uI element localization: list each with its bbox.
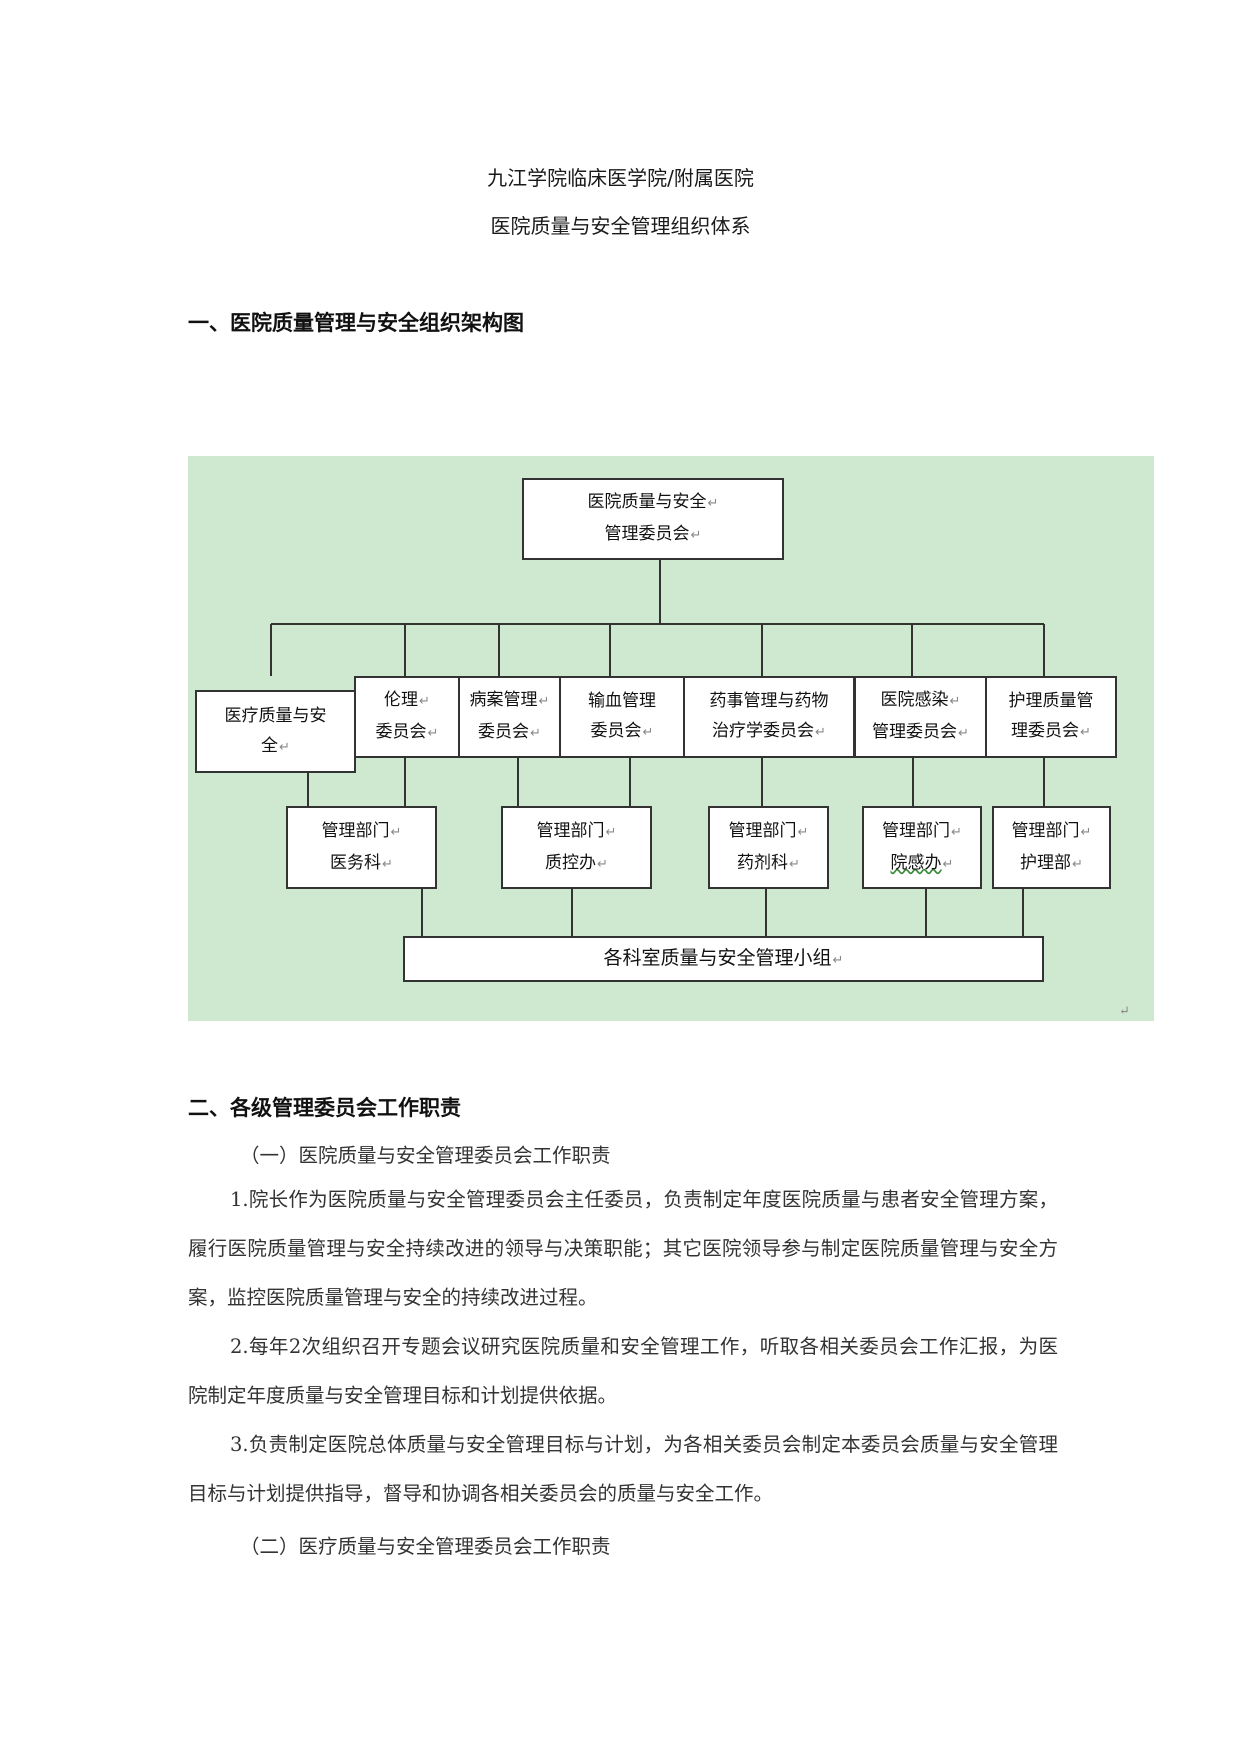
return-mark-icon: ↵ bbox=[1080, 725, 1091, 740]
document-title-line2: 医院质量与安全管理组织体系 bbox=[490, 214, 751, 238]
paragraph-1: 1.院长作为医院质量与安全管理委员会主任委员，负责制定年度医院质量与患者安全管理… bbox=[188, 1188, 1058, 1309]
paragraph-2: 2.每年2次组织召开专题会议研究医院质量和安全管理工作，听取各相关委员会工作汇报… bbox=[188, 1335, 1058, 1407]
return-mark-icon: ↵ bbox=[707, 496, 719, 511]
return-mark-icon: ↵ bbox=[390, 824, 402, 840]
committee-line1: 医院感染 bbox=[880, 690, 949, 710]
department-box-medical-affairs: 管理部门↵ 医务科↵ bbox=[286, 806, 437, 889]
department-line2: 医务科 bbox=[330, 852, 382, 873]
return-mark-icon: ↵ bbox=[1072, 856, 1083, 872]
org-chart: 医院质量与安全↵ 管理委员会↵ 医疗质量与安 全↵ 伦理↵ 委员会↵ 病案管理↵… bbox=[188, 456, 1154, 1021]
committee-box-nursing: 护理质量管 理委员会↵ bbox=[985, 676, 1117, 758]
department-box-nursing: 管理部门↵ 护理部↵ bbox=[992, 806, 1111, 889]
committee-line1: 病案管理 bbox=[469, 690, 538, 710]
committee-box-medical-records: 病案管理↵ 委员会↵ bbox=[458, 676, 561, 758]
section2-heading: 二、各级管理委员会工作职责 bbox=[188, 1096, 461, 1120]
committee-line1: 伦理 bbox=[384, 690, 419, 710]
return-mark-icon: ↵ bbox=[832, 952, 844, 968]
department-line1: 管理部门 bbox=[321, 820, 390, 841]
department-box-infection: 管理部门↵ 院感办↵ bbox=[862, 806, 982, 889]
department-line2: 质控办 bbox=[545, 852, 597, 873]
subsection1-heading: （一）医院质量与安全管理委员会工作职责 bbox=[240, 1144, 611, 1167]
committee-line1: 药事管理与药物 bbox=[709, 691, 829, 711]
return-mark-icon: ↵ bbox=[642, 725, 654, 740]
return-mark-icon: ↵ bbox=[279, 739, 290, 755]
committee-line2: 治疗学委员会 bbox=[712, 721, 815, 741]
return-mark-icon: ↵ bbox=[951, 824, 962, 840]
top-committee-line1: 医院质量与安全 bbox=[587, 492, 707, 512]
department-line1: 管理部门 bbox=[536, 820, 605, 841]
department-line2: 院感办 bbox=[890, 852, 942, 873]
return-mark-icon: ↵ bbox=[789, 856, 800, 872]
return-mark-icon: ↵ bbox=[1119, 1004, 1130, 1019]
return-mark-icon: ↵ bbox=[597, 856, 608, 872]
section1-heading: 一、医院质量管理与安全组织架构图 bbox=[188, 311, 524, 335]
department-line1: 管理部门 bbox=[1011, 820, 1080, 841]
committee-box-medical-quality: 医疗质量与安 全↵ bbox=[195, 690, 356, 773]
department-line2: 药剂科 bbox=[737, 852, 789, 873]
return-mark-icon: ↵ bbox=[949, 694, 961, 709]
return-mark-icon: ↵ bbox=[605, 824, 617, 840]
return-mark-icon: ↵ bbox=[530, 726, 541, 741]
committee-line1: 输血管理 bbox=[588, 691, 656, 711]
return-mark-icon: ↵ bbox=[419, 694, 430, 709]
committee-box-pharmacy: 药事管理与药物 治疗学委员会↵ bbox=[683, 676, 855, 758]
committee-line2: 委员会 bbox=[590, 721, 642, 741]
committee-line2: 理委员会 bbox=[1011, 721, 1080, 741]
return-mark-icon: ↵ bbox=[797, 824, 809, 840]
committee-line1: 护理质量管 bbox=[1008, 691, 1094, 711]
department-line1: 管理部门 bbox=[882, 820, 951, 841]
department-line1: 管理部门 bbox=[728, 820, 797, 841]
return-mark-icon: ↵ bbox=[1080, 824, 1092, 840]
department-box-pharmacy: 管理部门↵ 药剂科↵ bbox=[708, 806, 829, 889]
top-committee-box: 医院质量与安全↵ 管理委员会↵ bbox=[522, 478, 784, 560]
return-mark-icon: ↵ bbox=[958, 726, 969, 741]
return-mark-icon: ↵ bbox=[538, 694, 550, 709]
department-line2: 护理部 bbox=[1020, 852, 1072, 873]
committee-box-infection: 医院感染↵ 管理委员会↵ bbox=[854, 676, 987, 758]
committee-line2: 委员会 bbox=[478, 722, 530, 742]
return-mark-icon: ↵ bbox=[815, 725, 826, 740]
bottom-group-box: 各科室质量与安全管理小组↵ bbox=[403, 936, 1044, 982]
committee-line2: 全 bbox=[261, 735, 279, 756]
committee-line2: 管理委员会 bbox=[872, 722, 958, 742]
return-mark-icon: ↵ bbox=[382, 856, 393, 872]
paragraph-3: 3.负责制定医院总体质量与安全管理目标与计划，为各相关委员会制定本委员会质量与安… bbox=[188, 1433, 1058, 1505]
committee-line2: 委员会 bbox=[375, 722, 427, 742]
department-box-quality-control: 管理部门↵ 质控办↵ bbox=[501, 806, 652, 889]
committee-box-blood-transfusion: 输血管理 委员会↵ bbox=[559, 676, 685, 758]
return-mark-icon: ↵ bbox=[942, 856, 954, 872]
subsection2-heading: （二）医疗质量与安全管理委员会工作职责 bbox=[240, 1535, 611, 1558]
committee-box-ethics: 伦理↵ 委员会↵ bbox=[354, 676, 460, 758]
document-title-line1: 九江学院临床医学院/附属医院 bbox=[487, 166, 754, 190]
return-mark-icon: ↵ bbox=[427, 726, 439, 741]
top-committee-line2: 管理委员会 bbox=[604, 524, 690, 544]
org-chart-connectors bbox=[270, 560, 1045, 936]
committee-line1: 医疗质量与安 bbox=[224, 705, 327, 726]
bottom-group-label: 各科室质量与安全管理小组 bbox=[603, 946, 832, 969]
return-mark-icon: ↵ bbox=[690, 528, 702, 543]
